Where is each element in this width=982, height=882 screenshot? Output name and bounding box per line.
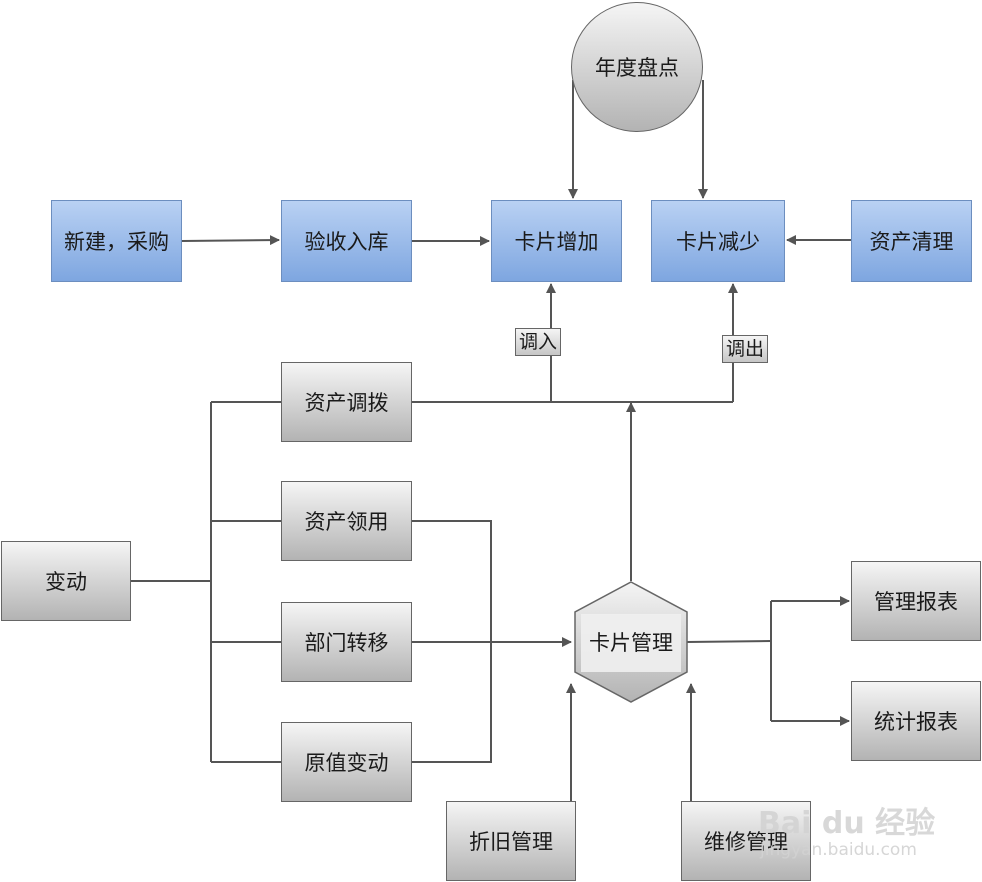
original-value-change-node: 原值变动 bbox=[281, 722, 412, 802]
original-value-change-label: 原值变动 bbox=[304, 751, 389, 775]
depreciation-management-label: 折旧管理 bbox=[469, 830, 553, 854]
dept-transfer-node: 部门转移 bbox=[281, 602, 412, 682]
new-purchase-label: 新建，采购 bbox=[64, 230, 169, 254]
card-reduce-label: 卡片减少 bbox=[676, 230, 760, 254]
asset-allocation-node: 资产调拨 bbox=[281, 362, 412, 442]
change-node: 变动 bbox=[1, 541, 131, 621]
asset-cleanup-node: 资产清理 bbox=[851, 200, 972, 282]
transfer-in-label: 调入 bbox=[515, 328, 562, 356]
baidu-watermark-logo: Bai du 经验 bbox=[758, 806, 936, 841]
depreciation-management-node: 折旧管理 bbox=[446, 801, 576, 881]
annual-inventory-label: 年度盘点 bbox=[595, 56, 679, 80]
card-management-label: 卡片管理 bbox=[589, 631, 673, 655]
card-reduce-node: 卡片减少 bbox=[651, 200, 785, 282]
receive-stock-label: 验收入库 bbox=[304, 230, 389, 254]
baidu-watermark-url: jingyan.baidu.com bbox=[760, 840, 917, 860]
management-report-label: 管理报表 bbox=[874, 590, 958, 614]
change-label: 变动 bbox=[45, 570, 87, 594]
card-add-node: 卡片增加 bbox=[491, 200, 622, 282]
maintenance-management-label: 维修管理 bbox=[704, 830, 788, 854]
management-report-node: 管理报表 bbox=[851, 561, 981, 641]
statistics-report-node: 统计报表 bbox=[851, 681, 981, 761]
edge-card-mgmt-out bbox=[686, 640, 772, 643]
asset-requisition-label: 资产领用 bbox=[304, 510, 389, 534]
asset-allocation-label: 资产调拨 bbox=[304, 391, 389, 415]
asset-cleanup-label: 资产清理 bbox=[869, 230, 954, 254]
card-add-label: 卡片增加 bbox=[514, 230, 599, 254]
dept-transfer-label: 部门转移 bbox=[304, 631, 389, 655]
edge-purchase-to-receive bbox=[181, 235, 280, 246]
transfer-out-label: 调出 bbox=[722, 335, 769, 363]
annual-inventory-node: 年度盘点 bbox=[571, 2, 703, 132]
maintenance-management-node: 维修管理 bbox=[681, 801, 811, 881]
asset-requisition-node: 资产领用 bbox=[281, 481, 412, 561]
statistics-report-label: 统计报表 bbox=[874, 710, 958, 734]
card-management-node: 卡片管理 bbox=[575, 612, 687, 672]
new-purchase-node: 新建，采购 bbox=[51, 200, 182, 282]
receive-stock-node: 验收入库 bbox=[281, 200, 412, 282]
